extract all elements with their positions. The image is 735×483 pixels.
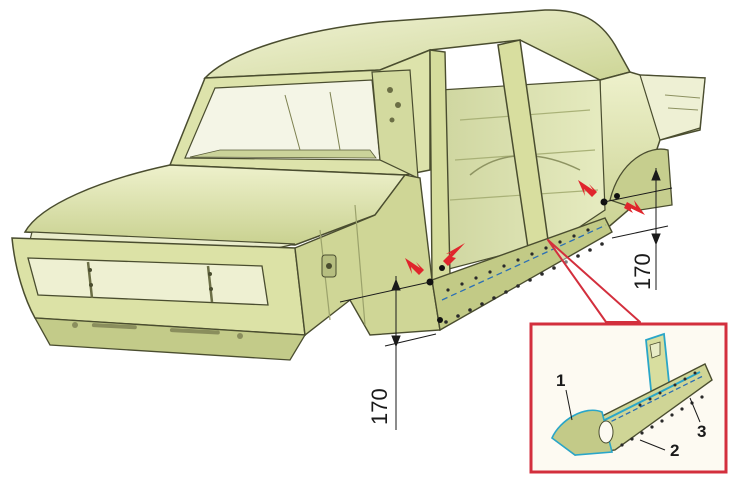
callout-label-1: 1 (556, 371, 565, 390)
front-apron (33, 317, 307, 361)
dimension-rear (603, 168, 673, 290)
jack-points (426, 193, 620, 323)
inset-frame (529, 322, 728, 474)
spot-welds (444, 228, 604, 324)
door-sill (431, 217, 613, 332)
dimension-front (339, 276, 437, 430)
windshield-opening (184, 79, 381, 161)
trunk-area (639, 74, 706, 141)
dimension-label-front: 170 (367, 388, 392, 425)
dimension-label-rear: 170 (630, 253, 655, 290)
red-arrows (405, 180, 645, 275)
callout-pointer (547, 239, 641, 323)
arrow-front-left (405, 258, 424, 275)
interior-dash (189, 149, 377, 159)
car-body (11, 9, 706, 361)
detail-inset: 1 2 3 (529, 322, 728, 474)
arrow-rear-left (578, 180, 597, 197)
callout-label-2: 2 (670, 441, 679, 460)
door-pillar-front (429, 49, 451, 281)
roof-panel (203, 9, 632, 81)
arrow-rear-right (624, 200, 645, 215)
arrow-front-right (443, 243, 465, 266)
sill-seam-line (441, 224, 607, 301)
callout-label-3: 3 (697, 422, 706, 441)
